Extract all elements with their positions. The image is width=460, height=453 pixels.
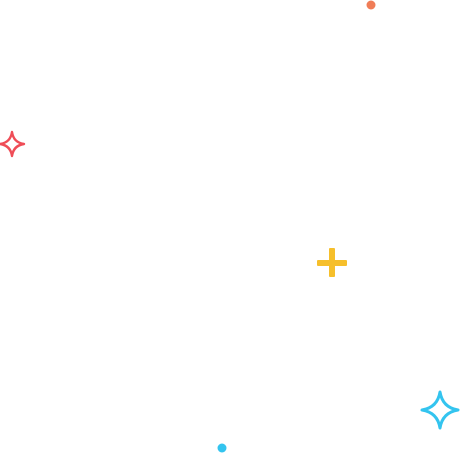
cyan-dot-icon — [217, 443, 227, 453]
orange-dot-icon — [366, 0, 376, 10]
red-sparkle-icon — [0, 130, 26, 158]
yellow-plus-icon — [317, 248, 347, 277]
cyan-sparkle-icon — [420, 390, 460, 430]
